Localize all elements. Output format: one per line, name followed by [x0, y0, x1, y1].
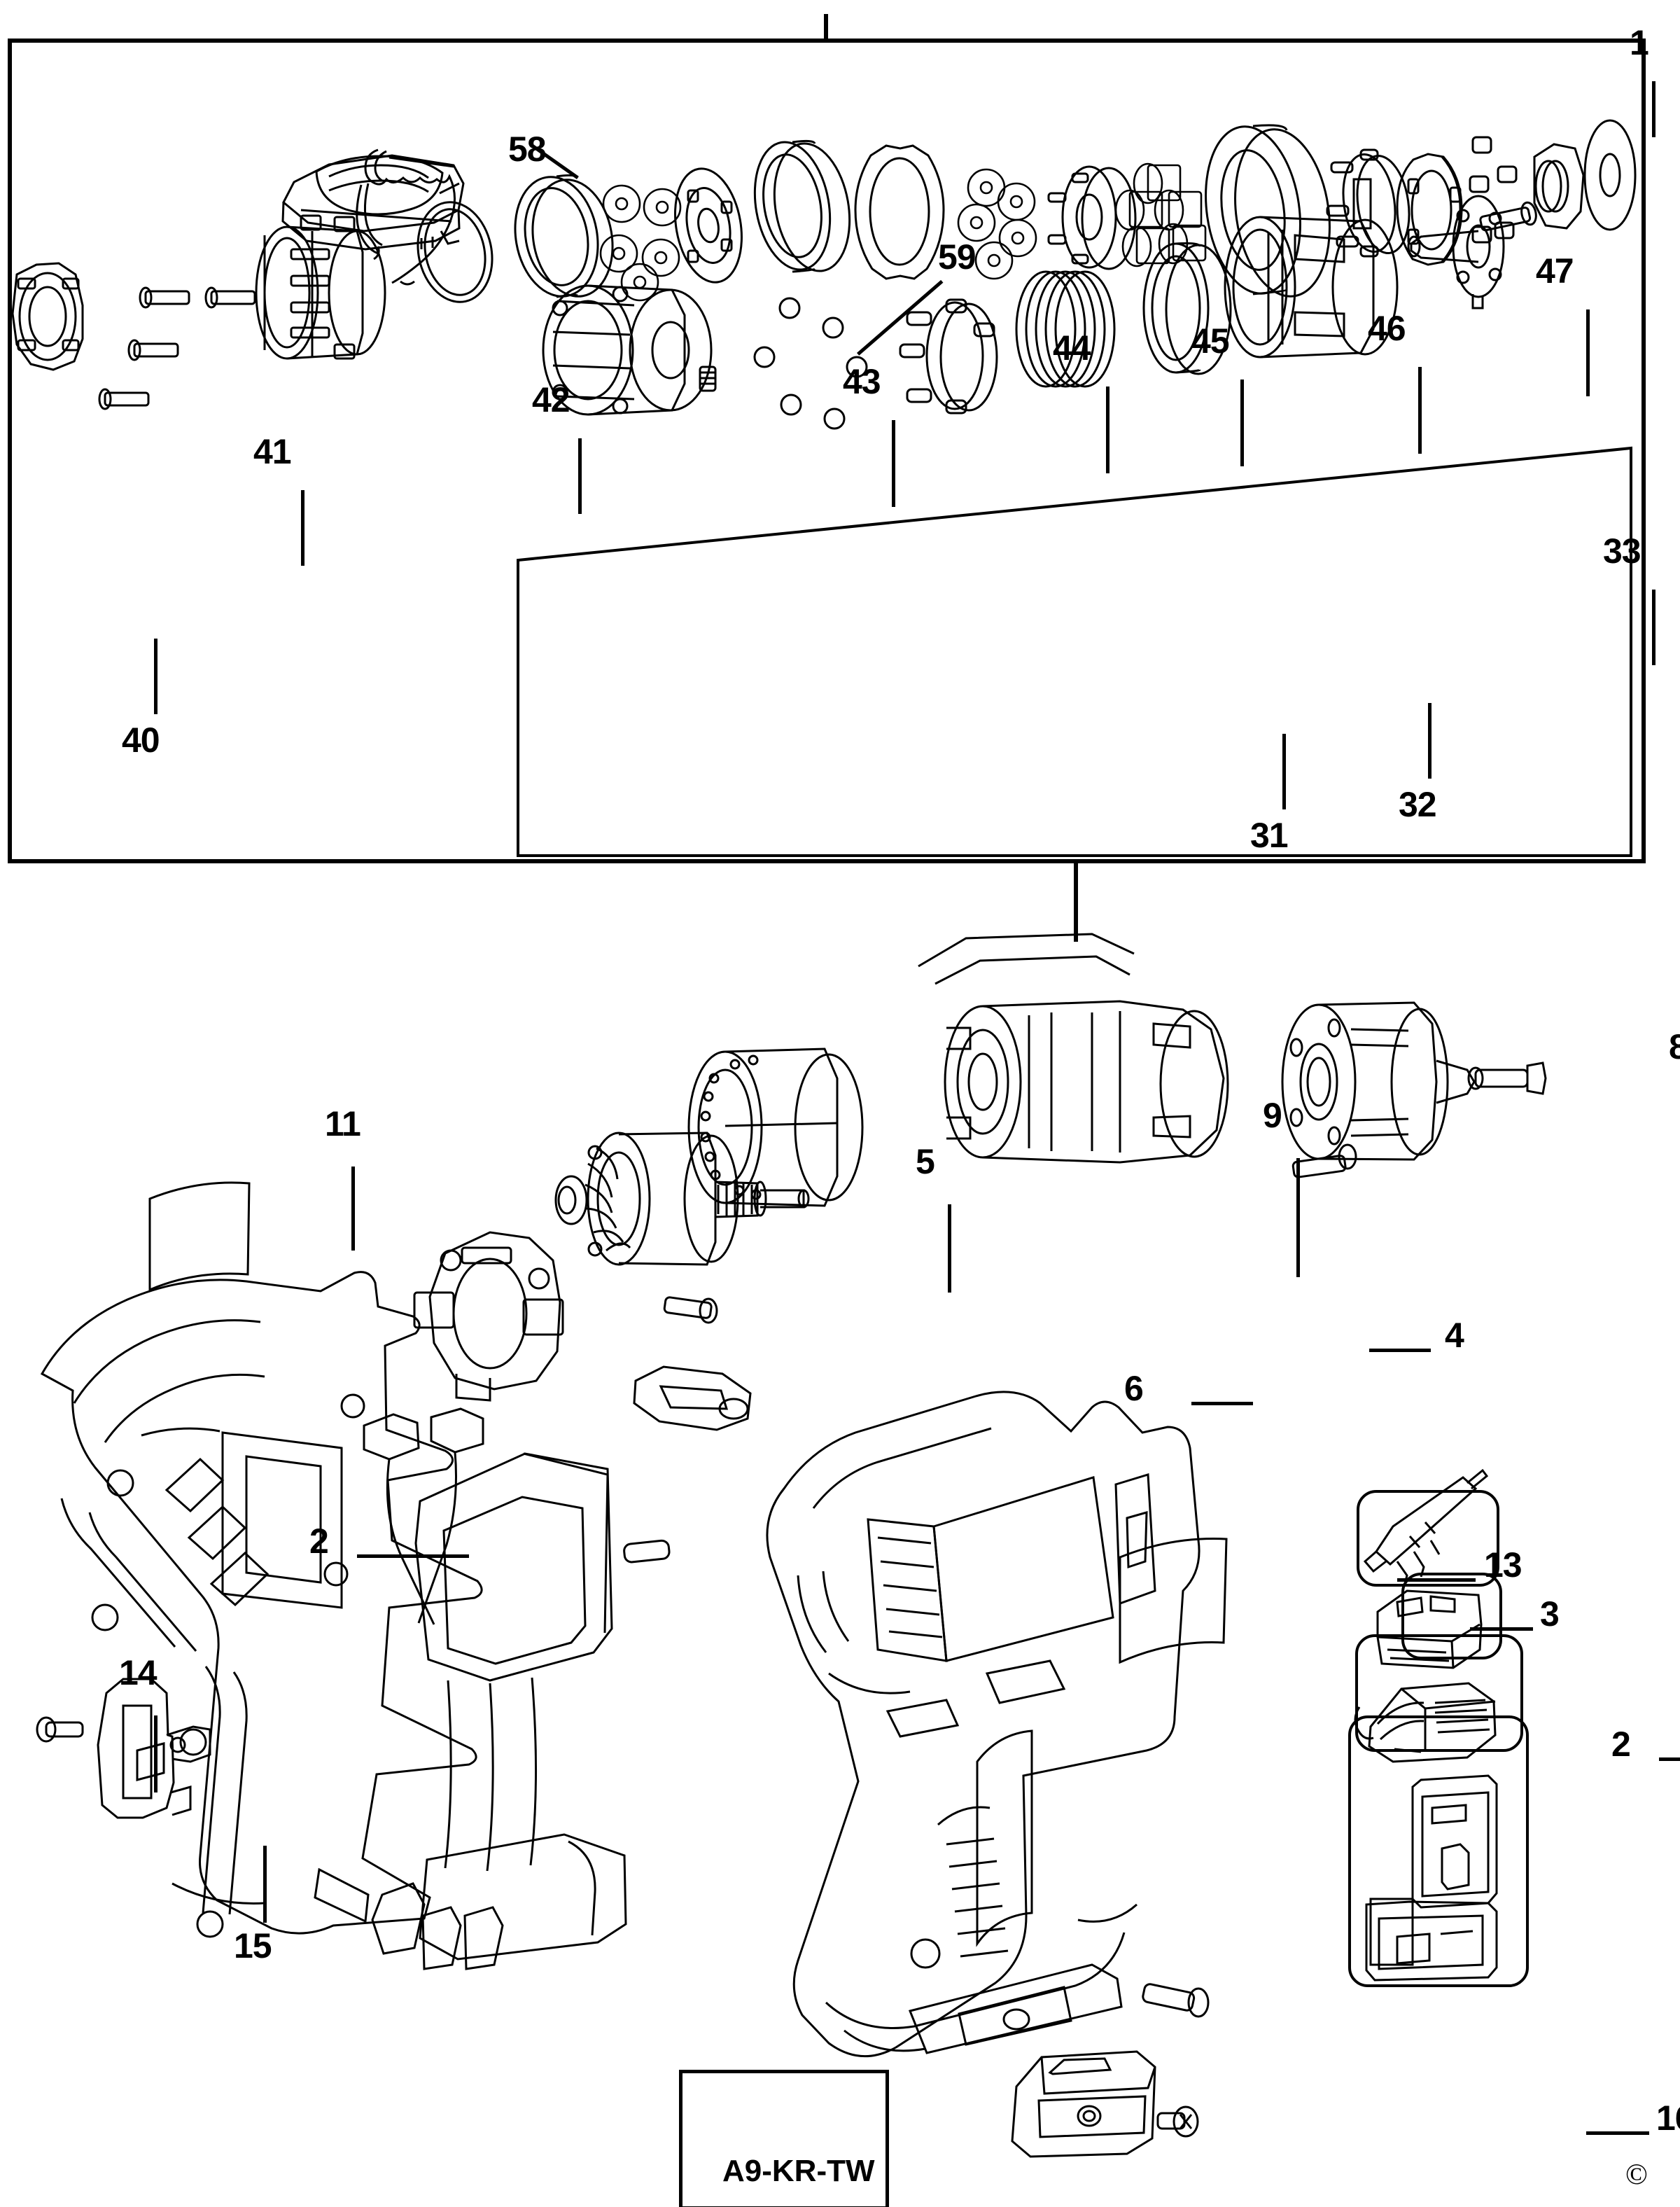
callout-label-9: 9: [1263, 1096, 1282, 1135]
leader-line-43: [892, 420, 895, 507]
leader-line-45: [1240, 380, 1244, 466]
callout-label-32: 32: [1399, 785, 1437, 824]
leader-line-11: [351, 1167, 355, 1251]
accessory-frame-871: [1355, 1634, 1523, 1752]
callout-label-6: 6: [1124, 1369, 1144, 1408]
callout-label-13: 13: [1484, 1545, 1522, 1585]
callout-label-43: 43: [843, 362, 881, 401]
accessory-frame-866: [1401, 1573, 1502, 1659]
leader-line-15: [263, 1846, 267, 1923]
accessory-frame-861: [1348, 1715, 1529, 1987]
callout-label-33: 33: [1603, 531, 1642, 571]
callout-label-16b: 16: [1656, 2098, 1680, 2138]
callout-label-47: 47: [1536, 251, 1574, 291]
callout-label-2a: 2: [309, 1522, 329, 1561]
leader-line-3: [1470, 1627, 1533, 1631]
callout-label-11: 11: [325, 1104, 361, 1143]
callout-label-5: 5: [916, 1142, 935, 1181]
copyright-mark: ©: [1625, 2159, 1648, 2191]
leader-line-33: [1652, 590, 1656, 665]
callout-label-45: 45: [1191, 321, 1230, 361]
leader-line-47: [1586, 309, 1590, 396]
callout-label-59: 59: [938, 237, 976, 277]
leader-line-2b: [1659, 1757, 1680, 1761]
callout-label-2b: 2: [1611, 1725, 1631, 1764]
leader-line-6: [1191, 1402, 1253, 1405]
leader-line-9: [1296, 1158, 1300, 1277]
leader-line-40: [154, 639, 158, 714]
leader-line-32: [1428, 703, 1432, 779]
callout-label-44: 44: [1053, 328, 1091, 368]
callout-label-14a: 14: [119, 1653, 158, 1692]
leader-line-41: [301, 490, 304, 566]
leader-line-4b: [1369, 1349, 1431, 1352]
callout-label-1: 1: [1630, 23, 1649, 62]
callout-label-42: 42: [532, 380, 570, 419]
leader-line-42: [578, 438, 582, 514]
callout-label-31: 31: [1250, 816, 1289, 855]
variant-code-text: A9-KR-TW: [722, 2154, 875, 2188]
callout-label-46: 46: [1368, 309, 1406, 348]
accessory-frame-800: [1357, 1490, 1499, 1587]
leader-line-1: [1652, 81, 1656, 137]
callout-label-15: 15: [234, 1926, 272, 1965]
callout-label-4b: 4: [1445, 1316, 1464, 1355]
leader-line-16b: [1586, 2131, 1649, 2135]
callout-label-40: 40: [122, 720, 160, 760]
callout-label-3: 3: [1540, 1594, 1560, 1634]
leader-line-14a: [154, 1715, 158, 1792]
leader-line-46: [1418, 367, 1422, 454]
leader-line-5: [948, 1204, 951, 1293]
leader-line-31: [1282, 734, 1286, 809]
leader-line-2a: [357, 1554, 469, 1558]
leader-line-59: [857, 280, 944, 356]
callout-label-8: 8: [1669, 1027, 1680, 1066]
leader-line-44: [1106, 387, 1110, 473]
callout-label-41: 41: [253, 432, 292, 471]
leader-line-13: [1397, 1578, 1476, 1582]
